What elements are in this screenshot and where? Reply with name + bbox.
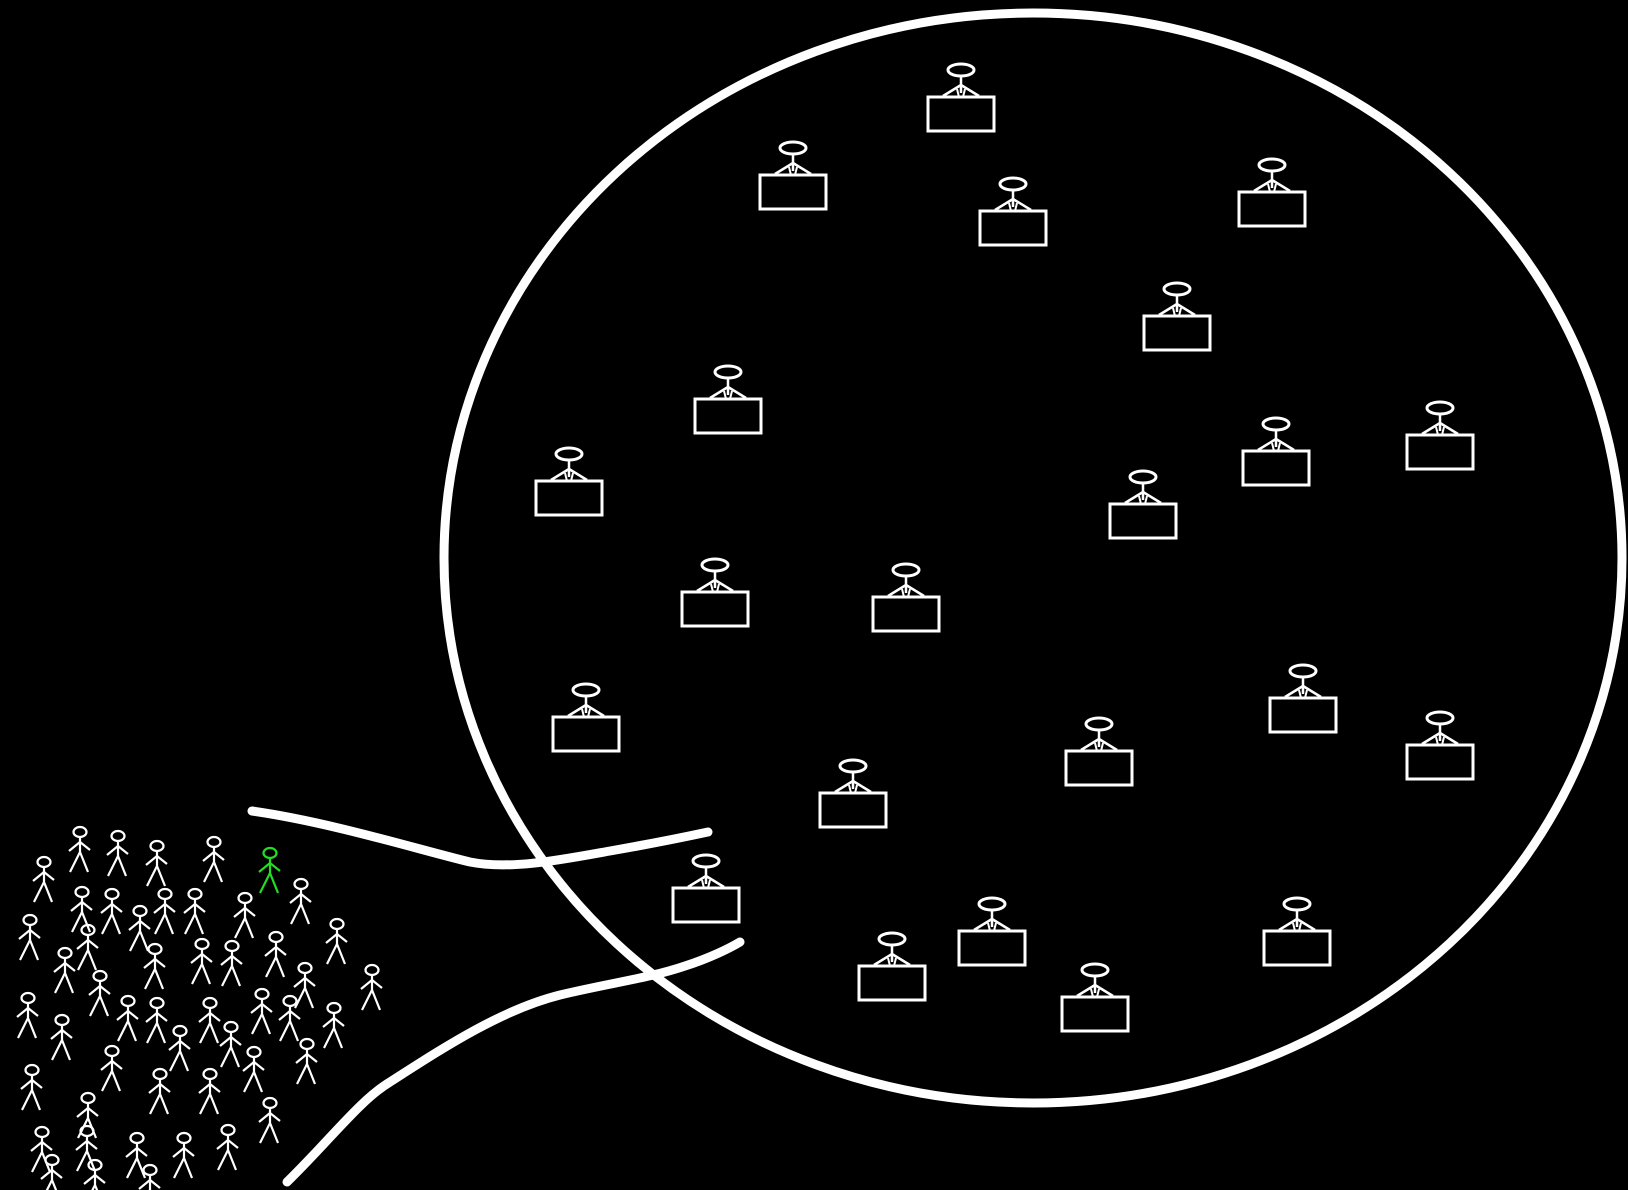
- diagram-canvas: [0, 0, 1628, 1190]
- background: [0, 0, 1628, 1190]
